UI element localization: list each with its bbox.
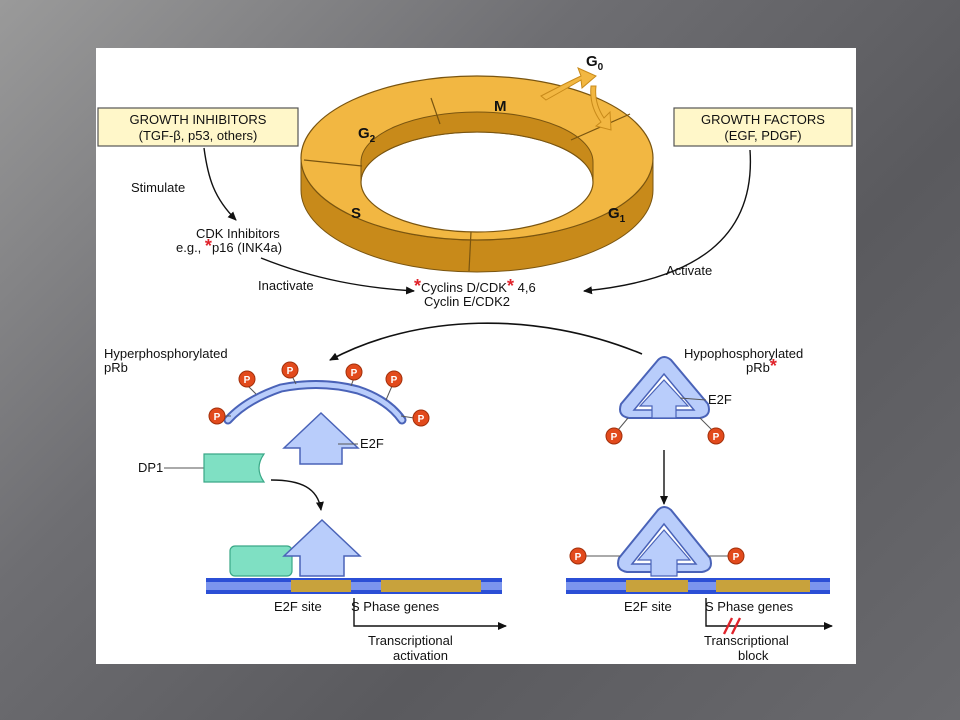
left-e2f-site-label: E2F site <box>274 599 322 614</box>
inhibitors-box-frame <box>97 107 299 147</box>
left-s-phase-label: S Phase genes <box>351 599 440 614</box>
dna-right-e2f-site <box>626 580 688 592</box>
dna-left-s-phase <box>381 580 481 592</box>
block-mark-1 <box>722 617 734 635</box>
inhibitors-title: GROWTH INHIBITORS <box>130 112 267 127</box>
phosphate-6 <box>412 409 430 427</box>
inactivate-arrow <box>260 257 415 295</box>
hypo-phosphate-top-right <box>707 427 725 445</box>
svg-text:P: P <box>611 432 618 443</box>
hypo-phosphate-top-left <box>605 427 623 445</box>
dna-left-e2f-site <box>291 580 351 592</box>
phosphate-1 <box>238 370 256 388</box>
hyper-phosphate-groups: P P P P P P <box>208 361 430 427</box>
inactivate-label: Inactivate <box>258 278 314 293</box>
svg-text:P: P <box>418 414 425 425</box>
dp1-binding-arrow <box>270 479 324 511</box>
phosphorylation-arrow <box>329 322 643 361</box>
phase-s-label: S <box>351 205 361 222</box>
phase-g1-label: G1 <box>608 205 626 225</box>
g0-exit-arrow <box>540 67 597 101</box>
svg-text:P: P <box>713 432 720 443</box>
tx-block-line2: block <box>738 648 769 663</box>
svg-text:P: P <box>575 552 582 563</box>
hypo-phosphate-bottom-right <box>727 547 745 565</box>
divider-m-left <box>430 97 441 125</box>
svg-text:P: P <box>214 412 221 423</box>
phosphate-4 <box>385 370 403 388</box>
hypo-prb-line1: Hypophosphorylated <box>684 346 803 361</box>
tx-block-arrow <box>705 598 833 630</box>
phase-m-label: M <box>494 98 507 115</box>
cell-cycle-diagram: M G2 S G1 G0 GROWTH INHIBITORS (TGF-β, p… <box>97 53 853 663</box>
slide-canvas: M G2 S G1 G0 GROWTH INHIBITORS (TGF-β, p… <box>96 48 856 664</box>
hyper-prb-line2: pRb <box>104 360 128 375</box>
phase-g2-label: G2 <box>358 125 376 145</box>
growth-factors-box: GROWTH FACTORS (EGF, PDGF) <box>673 107 853 147</box>
svg-text:P: P <box>244 375 251 386</box>
bound-e2f-top-label: E2F <box>708 392 732 407</box>
hyper-prb-line1: Hyperphosphorylated <box>104 346 228 361</box>
svg-text:P: P <box>391 375 398 386</box>
phosphate-3 <box>345 363 363 381</box>
hypo-prb-line2: pRb* <box>746 356 777 376</box>
bound-e2f-left <box>282 518 362 577</box>
svg-text:P: P <box>351 368 358 379</box>
dp1-protein <box>203 453 266 483</box>
hypo-prb-complex-top: E2F P P <box>605 356 732 445</box>
dp1-label: DP1 <box>138 460 163 475</box>
activate-arrow <box>583 149 752 295</box>
activate-label: Activate <box>666 263 712 278</box>
factors-examples: (EGF, PDGF) <box>724 128 801 143</box>
cdk-inhibitors-line1: CDK Inhibitors <box>196 226 280 241</box>
dna-right-s-phase <box>716 580 810 592</box>
growth-inhibitors-box: GROWTH INHIBITORS (TGF-β, p53, others) <box>97 107 299 147</box>
cell-cycle-ring: M G2 S G1 G0 <box>300 53 654 273</box>
hyper-prb-arc-fill <box>225 381 405 423</box>
tx-activation-arrow <box>353 598 507 630</box>
hypo-prb-complex-bottom: P P <box>569 506 745 577</box>
tx-activation-line1: Transcriptional <box>368 633 453 648</box>
cdk-inhibitors-line2: e.g., *p16 (INK4a) <box>176 236 282 256</box>
stimulate-label: Stimulate <box>131 180 185 195</box>
bound-e2f-top <box>638 379 690 419</box>
hypo-phosphate-bottom-left <box>569 547 587 565</box>
ring-hole <box>360 131 594 233</box>
tx-block-line1: Transcriptional <box>704 633 789 648</box>
phosphate-2 <box>281 361 299 379</box>
divider-s-g1 <box>468 231 472 272</box>
free-e2f-label: E2F <box>360 436 384 451</box>
svg-text:P: P <box>733 552 740 563</box>
g0-return-arrow <box>590 85 612 131</box>
right-s-phase-label: S Phase genes <box>705 599 794 614</box>
bound-dp1 <box>229 545 293 577</box>
right-e2f-site-label: E2F site <box>624 599 672 614</box>
cyclins-line1: *Cyclins D/CDK* 4,6 <box>414 276 536 296</box>
bound-e2f-bottom <box>636 529 692 577</box>
free-e2f-protein <box>282 411 360 465</box>
phase-g0-label: G0 <box>586 53 604 73</box>
factors-title: GROWTH FACTORS <box>701 112 825 127</box>
inhibitors-examples: (TGF-β, p53, others) <box>139 128 258 143</box>
block-mark-2 <box>730 617 742 635</box>
divider-g2-s <box>303 159 363 167</box>
cyclins-line2: Cyclin E/CDK2 <box>424 294 510 309</box>
stimulate-arrow <box>203 147 237 221</box>
svg-text:P: P <box>287 366 294 377</box>
ring-inner-wall <box>360 111 594 183</box>
tx-activation-line2: activation <box>393 648 448 663</box>
factors-box-frame <box>673 107 853 147</box>
phosphate-5 <box>208 407 226 425</box>
